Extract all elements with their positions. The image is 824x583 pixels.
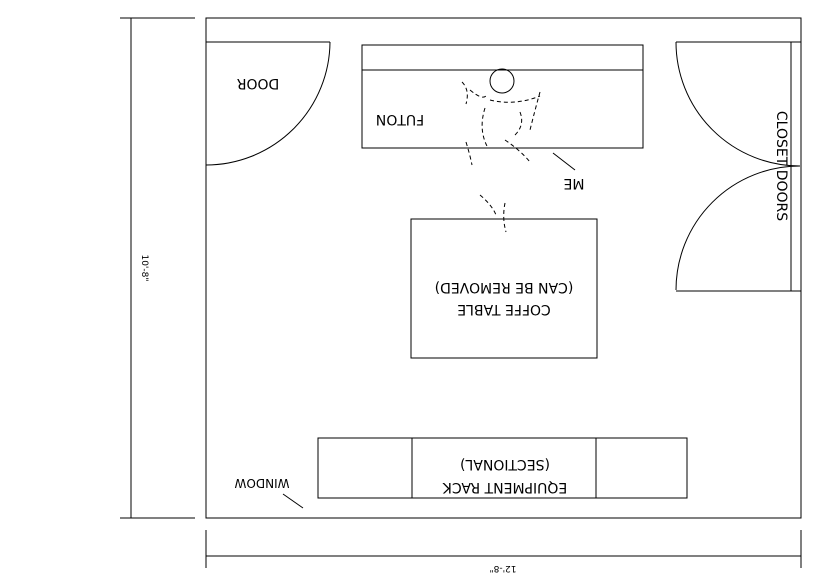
door-label: DOOR [236, 75, 279, 91]
room-height-label: 10'-8" [139, 254, 149, 281]
coffee-table-label-line2: (CAN BE REMOVED) [435, 279, 574, 295]
width-dimension: 12'-8" [205, 530, 802, 573]
coffee-table: COFFE TABLE (CAN BE REMOVED) [410, 218, 598, 359]
room-width-label: 12'-8" [489, 563, 516, 573]
equipment-rack-label-line1: EQUIPMENT RACK [442, 479, 567, 495]
futon: FUTON [361, 44, 644, 149]
equipment-rack: EQUIPMENT RACK (SECTIONAL) [317, 437, 688, 499]
entry-door: DOOR [205, 41, 331, 166]
futon-label: FUTON [376, 111, 424, 127]
equipment-rack-label-line2: (SECTIONAL) [460, 456, 550, 472]
room-outline [205, 17, 802, 519]
window-callout: WINDOW [234, 476, 304, 509]
closet-doors-label: CLOSET DOORS [773, 111, 789, 221]
closet-doors: CLOSET DOORS [675, 41, 801, 292]
coffee-table-label-line1: COFFE TABLE [457, 301, 551, 317]
window-label: WINDOW [234, 476, 289, 490]
me-figure: ME [461, 68, 585, 233]
me-label: ME [564, 175, 585, 191]
height-dimension: 10'-8" [120, 17, 195, 519]
